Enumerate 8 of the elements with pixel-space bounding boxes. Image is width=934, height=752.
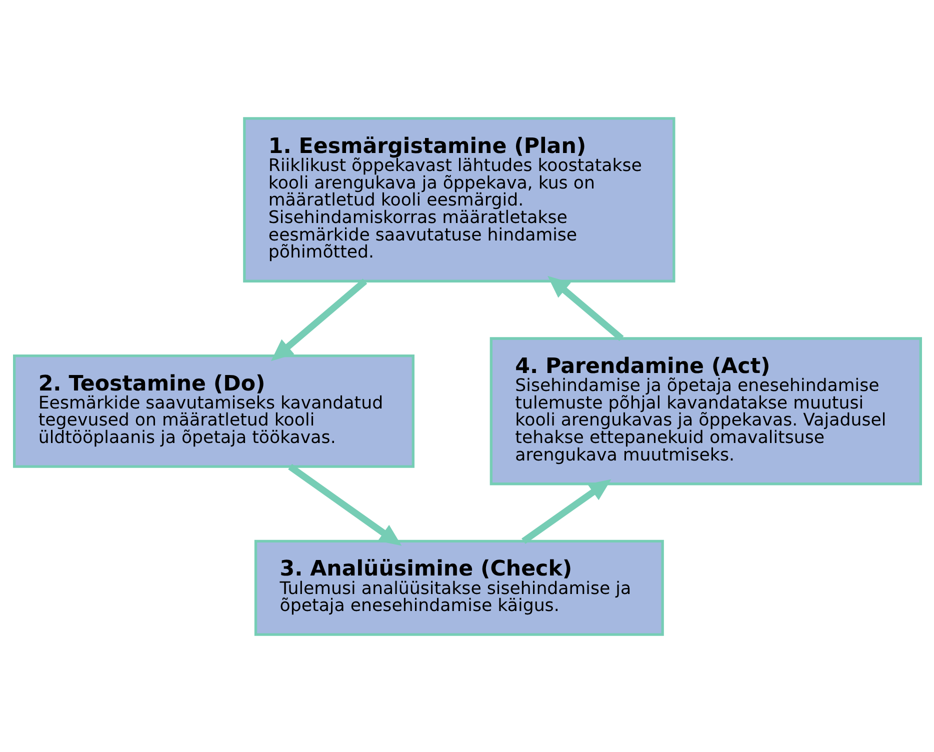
node-box: 2. Teostamine (Do) Eesmärkide saavutamiseks kavandatud tegevused on määratletud kooli üldtööplaanis ja õpetaja töökavas. xyxy=(12,354,414,468)
arrow xyxy=(270,278,367,361)
arrow xyxy=(547,275,624,341)
node-box: 1. Eesmärgistamine (Plan) Riiklikust õppekavast lähtudes koostatakse kooli arengukava ja õppekava, kus on määratletud kooli eesmärgid. Sisehindamiskorras määratletakse eesmärkide saavutatuse hindamise põhimõtted. xyxy=(242,116,675,282)
node-box: 3. Analüüsimine (Check) Tulemusi analüüsitakse sisehindamise ja õpetaja enesehindamise käigus. xyxy=(254,539,664,636)
node-box: 4. Parendamine (Act) Sisehindamise ja õpetaja enesehindamise tulemuste põhjal kavandatakse muutusi kooli arengukavas ja õppekavas. Vajadusel tehakse ettepanekuid omavalitsuse arengukava muutmiseks. xyxy=(489,336,922,485)
arrow xyxy=(288,463,402,546)
arrow xyxy=(521,478,611,544)
